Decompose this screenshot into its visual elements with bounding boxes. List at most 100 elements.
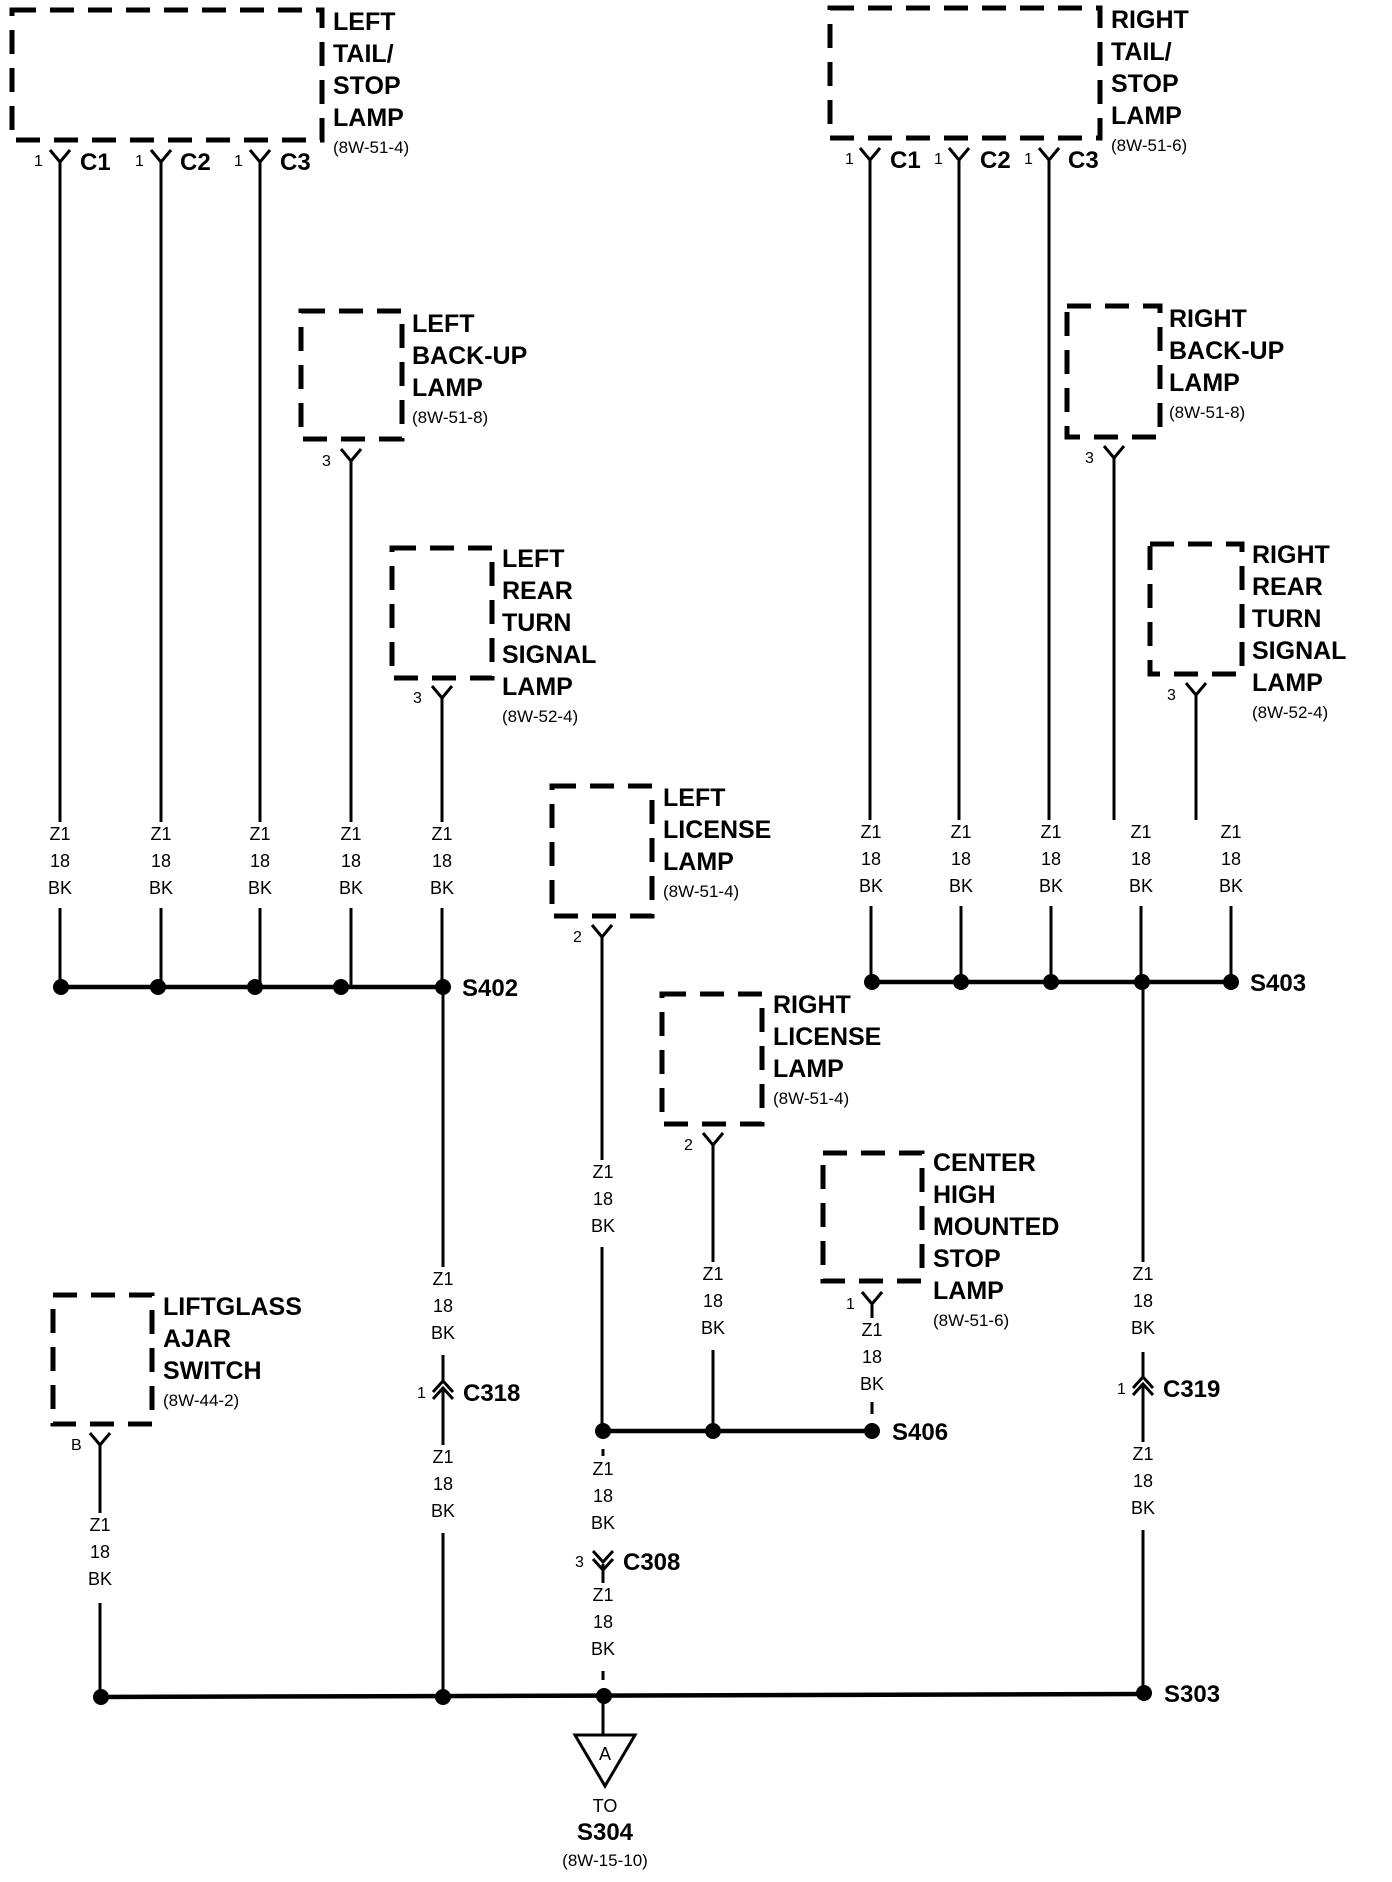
wire-gauge: 18 xyxy=(862,1347,882,1367)
component-label: BACK-UP xyxy=(1169,337,1284,365)
splice-label: S403 xyxy=(1250,970,1306,997)
component-label: LICENSE xyxy=(773,1023,881,1051)
right-back-up-lamp: RIGHT BACK-UP LAMP (8W-51-8) 3 xyxy=(1064,303,1284,467)
connector-right-tail-c1: 1 C1 xyxy=(845,147,921,174)
splice-dot xyxy=(1043,974,1059,990)
splice-dot xyxy=(435,1689,451,1705)
page-reference: (8W-51-8) xyxy=(412,408,488,427)
splice-dot xyxy=(705,1423,721,1439)
splice-dot xyxy=(864,1423,880,1439)
offpage-triangle-icon xyxy=(572,1733,638,1789)
splice-bus xyxy=(99,1691,1145,1700)
connector-name: C318 xyxy=(463,1380,520,1407)
splice-dot xyxy=(596,1688,612,1704)
connector-name: C3 xyxy=(1068,147,1099,174)
component-label: LAMP xyxy=(412,374,483,402)
component-label: CENTER xyxy=(933,1149,1036,1177)
page-reference: (8W-52-4) xyxy=(1252,703,1328,722)
component-label: HIGH xyxy=(933,1181,996,1209)
female-terminal-icon xyxy=(248,149,272,165)
wire-circuit: Z1 xyxy=(150,824,171,844)
left-tail-stop-lamp: LEFT TAIL/ STOP LAMP (8W-51-4) xyxy=(9,7,409,157)
component-label: RIGHT xyxy=(773,991,851,1019)
component-label: LEFT xyxy=(333,8,396,36)
wire-circuit: Z1 xyxy=(860,822,881,842)
wire-color: BK xyxy=(1219,876,1243,896)
wire-circuit: Z1 xyxy=(89,1515,110,1535)
splice-dot xyxy=(1134,974,1150,990)
component-label: LAMP xyxy=(663,848,734,876)
component-label: LEFT xyxy=(663,784,726,812)
component-outline xyxy=(9,7,325,143)
component-label: SWITCH xyxy=(163,1357,262,1385)
wire-gauge: 18 xyxy=(90,1542,110,1562)
wire-circuit: Z1 xyxy=(1132,1264,1153,1284)
page-reference: (8W-51-8) xyxy=(1169,403,1245,422)
pin-number: B xyxy=(71,1437,82,1454)
pin-number: 1 xyxy=(34,153,43,170)
page-reference: (8W-52-4) xyxy=(502,707,578,726)
component-label: LAMP xyxy=(502,673,573,701)
left-rear-turn-signal-lamp: LEFT REAR TURN SIGNAL LAMP (8W-52-4) 3 xyxy=(389,545,596,726)
liftglass-ajar-switch: LIFTGLASS AJAR SWITCH (8W-44-2) B xyxy=(50,1292,302,1454)
wire-color: BK xyxy=(1039,876,1063,896)
splice-dot xyxy=(595,1423,611,1439)
component-label: TURN xyxy=(502,609,571,637)
offpage-destination: S304 xyxy=(577,1819,634,1846)
wire-gauge: 18 xyxy=(951,849,971,869)
right-license-lamp: RIGHT LICENSE LAMP (8W-51-4) 2 xyxy=(659,991,881,1154)
wire-circuit: Z1 xyxy=(431,824,452,844)
wire-color: BK xyxy=(1129,876,1153,896)
female-terminal-icon xyxy=(860,1291,884,1307)
pin-number: 1 xyxy=(934,151,943,168)
inline-connector-c319: 1 C319 xyxy=(1117,1374,1220,1403)
left-license-lamp: LEFT LICENSE LAMP (8W-51-4) 2 xyxy=(549,783,771,946)
wire-gauge: 18 xyxy=(1133,1471,1153,1491)
wire-gauge: 18 xyxy=(593,1486,613,1506)
connector-name: C1 xyxy=(890,147,921,174)
component-label: LAMP xyxy=(1169,369,1240,397)
inline-connector-c308: 3 C308 xyxy=(575,1549,680,1576)
connector-name: C2 xyxy=(180,149,211,176)
pin-number: 3 xyxy=(322,453,331,470)
component-label: RIGHT xyxy=(1111,6,1189,34)
splice-dot xyxy=(864,974,880,990)
component-label: RIGHT xyxy=(1252,541,1330,569)
wires-center xyxy=(600,937,874,1735)
female-terminal-icon xyxy=(1184,682,1208,698)
wire-color: BK xyxy=(949,876,973,896)
inline-connector-icon xyxy=(431,1378,455,1401)
female-terminal-icon xyxy=(858,147,882,163)
wire-gauge: 18 xyxy=(1131,849,1151,869)
pin-number: 2 xyxy=(684,1137,693,1154)
pin-number: 2 xyxy=(573,929,582,946)
wire-circuit: Z1 xyxy=(1130,822,1151,842)
wire-gauge: 18 xyxy=(861,849,881,869)
component-outline xyxy=(1147,541,1245,677)
splice-dot xyxy=(435,979,451,995)
center-high-mounted-stop-lamp: CENTER HIGH MOUNTED STOP LAMP (8W-51-6) … xyxy=(820,1149,1059,1330)
wire-gauge: 18 xyxy=(151,851,171,871)
page-reference: (8W-51-4) xyxy=(773,1089,849,1108)
wire-color: BK xyxy=(431,1323,455,1343)
component-outline xyxy=(659,991,765,1127)
wire-circuit: Z1 xyxy=(861,1320,882,1340)
component-label: AJAR xyxy=(163,1325,231,1353)
wire-gauge: 18 xyxy=(433,1474,453,1494)
wire-gauge: 18 xyxy=(433,1296,453,1316)
page-reference: (8W-15-10) xyxy=(562,1851,648,1870)
component-label: STOP xyxy=(933,1245,1001,1273)
female-terminal-icon xyxy=(430,685,454,701)
wire-gauge: 18 xyxy=(432,851,452,871)
wire-color: BK xyxy=(591,1639,615,1659)
wire-gauge: 18 xyxy=(250,851,270,871)
component-label: REAR xyxy=(1252,573,1323,601)
